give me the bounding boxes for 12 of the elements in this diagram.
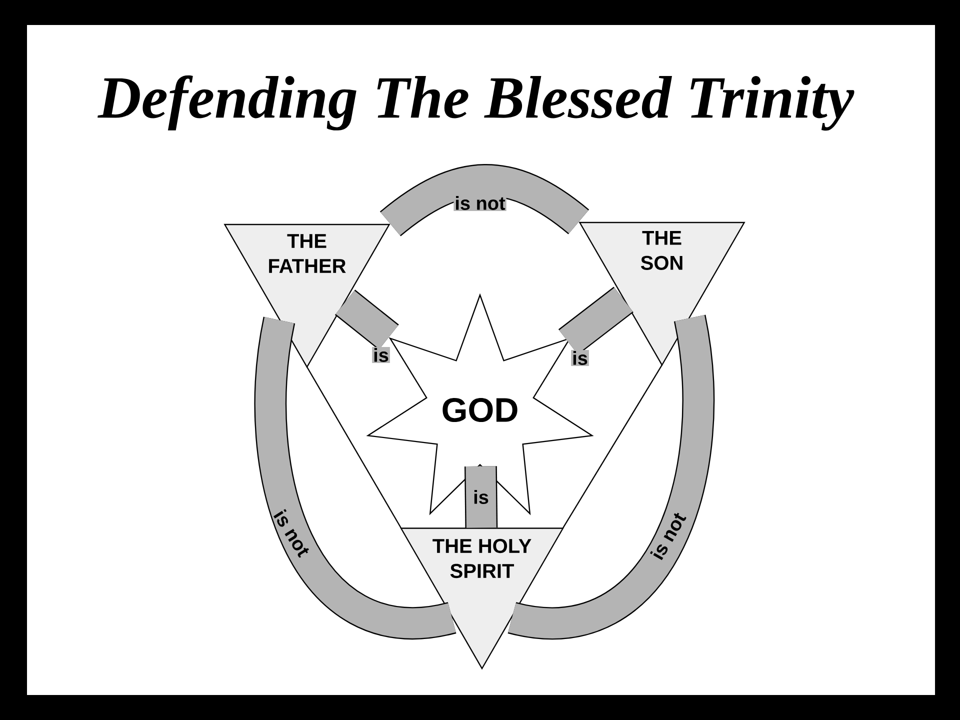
edge-label: is not	[271, 506, 313, 560]
band-connector	[464, 466, 498, 528]
edge-label: is not	[454, 195, 506, 211]
title: Defending The Blessed Trinity	[98, 75, 854, 131]
band-connector	[510, 316, 715, 640]
band-connector	[334, 290, 399, 350]
band-connector	[380, 164, 589, 237]
band-connector	[254, 318, 454, 640]
edge-label: is	[372, 347, 390, 363]
edge-label: is	[472, 489, 490, 505]
edge-label: is	[571, 350, 589, 366]
edge-label: is not	[648, 509, 688, 563]
